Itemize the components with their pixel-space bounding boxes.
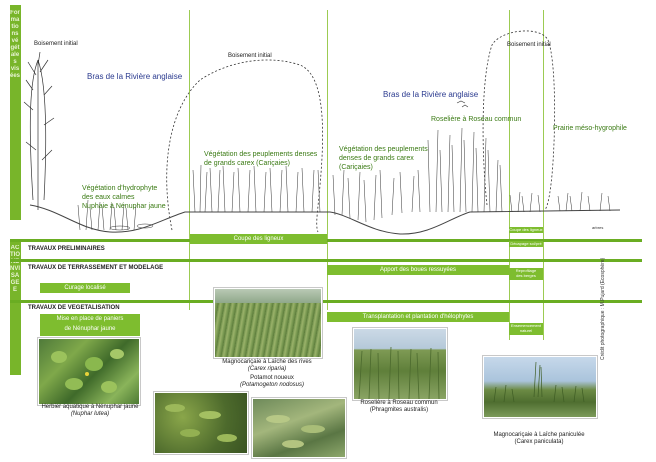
action-curage: Curage localisé [40,283,130,293]
label-roseliere: Roselière à Roseau commun [431,116,522,123]
caption-potamot: Potamot noueux (Potamogeton nodosus) [232,375,312,389]
label-boisement-initial-left: Boisement initial [34,41,78,47]
action-paniers-line-1: Mise en place de paniers [56,316,124,322]
photo-carex-riparia [214,288,322,358]
vegetation-cross-section [23,30,621,235]
action-ensemencement: Ensemencement naturel [509,323,543,335]
separator-line-4 [543,10,544,340]
action-reprofilage-line-2: des berges [516,273,536,278]
caption-potamot-line-1: Potamot noueux [250,375,294,381]
label-boisement-initial-right: Boisement initial [507,42,551,48]
label-hydrophyte-line-1: Végétation d'hydrophyte [82,185,158,192]
label-bras-riviere-left: Bras de la Rivière anglaise [87,72,183,81]
band-vegetalisation [10,300,642,303]
separator-line-2 [327,10,328,310]
photo-potamot-2 [252,398,346,458]
action-apport-boues: Apport des boues ressuyées [327,265,509,275]
label-carex-right: Végétation des peuplements denses de gra… [339,145,428,172]
action-reprofilage-line-1: Reprofilage [515,268,537,273]
caption-phragmites: Roselière à Roseau commun (Phragmites au… [340,400,458,414]
action-bar-label: ACTIONENVISAGEE [10,245,20,293]
band-terrassement [10,259,642,262]
caption-carex-paniculata: Magnocariçaie à Laîche paniculée (Carex … [470,432,608,446]
label-carex-center-line-1: Végétation des peuplements denses [204,151,318,158]
label-arbres: arbres [592,225,604,230]
caption-carex-riparia-line-2: (Carex riparia) [200,366,334,373]
photo-nuphar [38,338,140,405]
photo-potamot-1 [154,392,248,454]
action-bar [10,240,21,375]
caption-carex-paniculata-line-1: Magnocariçaie à Laîche paniculée [493,432,585,438]
caption-nuphar-latin: (Nuphar lutea) [70,411,110,417]
caption-carex-riparia-line-1: Magnocariçaie à Laîche des rives [222,359,312,365]
label-bras-riviere-right: Bras de la Rivière anglaise [383,90,479,99]
caption-carex-riparia-latin: (Carex riparia) [247,366,287,372]
action-coupe-ligneux-small: Coupe des ligneux [509,227,543,233]
caption-carex-paniculata-line-2: (Carex paniculata) [514,439,564,445]
section-terrassement: TRAVAUX DE TERRASSEMENT ET MODELAGE [28,265,164,271]
formations-bar-label: Formations végétales visées [10,10,20,79]
label-carex-right-line-1: Végétation des peuplements [339,146,428,153]
caption-potamot-latin: (Potamogeton nodosus) [239,382,305,388]
label-carex-right-line-2: denses de grands carex [339,155,414,162]
label-hydrophyte: Végétation d'hydrophyte des eaux calmes … [82,184,166,211]
action-paniers: Mise en place de paniers de Nénuphar jau… [40,314,140,336]
action-decapage: Décapage sol/pré [509,241,543,247]
label-carex-center: Végétation des peuplements denses de gra… [204,150,317,168]
caption-nuphar-line-2: (Nuphar lutea) [25,411,155,418]
caption-carex-riparia: Magnocariçaie à Laîche des rives (Carex … [200,359,334,373]
formations-bar [10,5,21,220]
caption-nuphar: Herbier aquatique à Nénuphar jaune (Nuph… [25,404,155,418]
label-boisement-initial-center: Boisement initial [228,53,272,59]
label-prairie: Prairie méso-hygrophile [553,125,627,132]
caption-potamot-line-2: (Potamogeton nodosus) [232,382,312,389]
action-ensemencement-line-2: naturel [519,328,533,333]
photo-phragmites [353,328,447,400]
label-hydrophyte-line-3: Nuphaie à Nénuphar jaune [82,203,166,210]
section-preliminaires: TRAVAUX PRELIMINAIRES [28,246,105,252]
action-paniers-line-2: de Nénuphar jaune [64,326,116,332]
action-reprofilage: Reprofilage des berges [509,268,543,280]
caption-nuphar-line-1: Herbier aquatique à Nénuphar jaune [41,404,139,410]
label-hydrophyte-line-2: des eaux calmes [82,194,135,201]
section-vegetalisation: TRAVAUX DE VEGETALISATION [28,305,120,311]
caption-phragmites-line-2: (Phragmites australis) [369,407,429,413]
photo-carex-paniculata [483,356,597,418]
caption-phragmites-line-1: Roselière à Roseau commun [360,400,438,406]
label-carex-center-line-2: de grands carex (Cariçaies) [204,160,290,167]
action-transplantation: Transplantation et plantation d'hélophyt… [327,312,509,322]
action-coupe-ligneux: Coupe des ligneux [190,234,327,244]
label-carex-right-line-3: (Cariçaies) [339,164,373,171]
separator-line-3 [509,10,510,340]
action-ensemencement-line-1: Ensemencement [510,323,541,328]
separator-line-1 [189,10,190,310]
photo-credit: Crédit photographique : M.Pujard (Ecosph… [600,257,606,360]
